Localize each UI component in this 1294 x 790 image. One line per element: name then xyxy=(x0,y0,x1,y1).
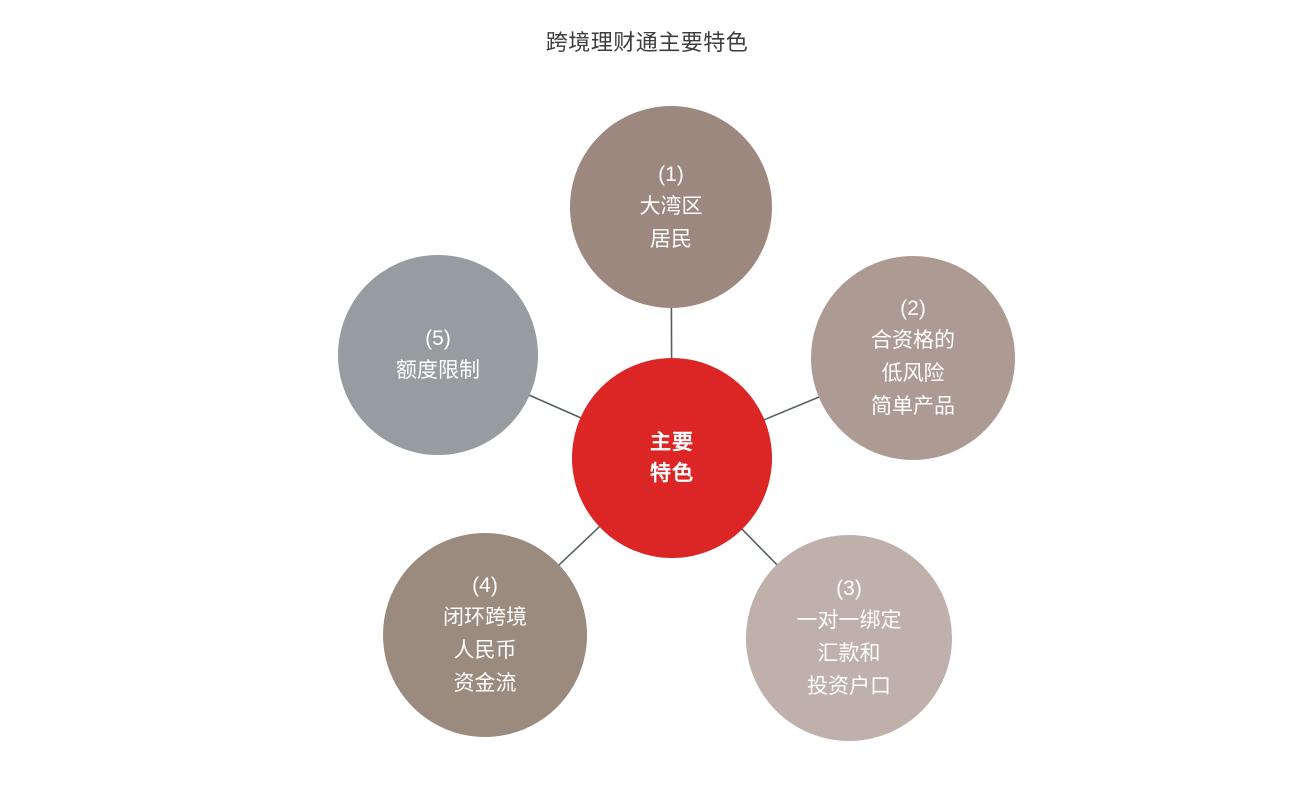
node-5-text: (5) 额度限制 xyxy=(396,323,480,387)
node-5-line-1: 额度限制 xyxy=(396,359,480,382)
node-2-line-2: 低风险 xyxy=(881,362,945,385)
node-1-text: (1) 大湾区 居民 xyxy=(640,159,703,256)
node-1-line-1: 大湾区 xyxy=(639,194,703,218)
connector-line-4 xyxy=(557,525,601,567)
node-3-line-3: 投资户口 xyxy=(807,675,891,698)
connector-line-5 xyxy=(527,394,583,419)
node-circle-5[interactable]: (5) 额度限制 xyxy=(338,255,538,455)
node-3-line-2: 汇款和 xyxy=(817,642,881,665)
node-3-line-1: 一对一绑定 xyxy=(796,609,902,632)
node-4-line-1: 闭环跨境 xyxy=(443,606,527,629)
node-circle-3[interactable]: (3) 一对一绑定 汇款和 投资户口 xyxy=(746,535,952,741)
node-4-text: (4) 闭环跨境 人民币 资金流 xyxy=(443,570,527,700)
center-line-1: 主要 xyxy=(650,431,694,454)
node-4-index: (4) xyxy=(472,574,498,597)
center-text: 主要 特色 xyxy=(650,427,694,489)
node-4-line-3: 资金流 xyxy=(453,672,517,695)
node-circle-2[interactable]: (2) 合资格的 低风险 简单产品 xyxy=(811,256,1015,460)
node-5-index: (5) xyxy=(425,327,451,350)
connector-line-2 xyxy=(762,395,821,421)
node-2-text: (2) 合资格的 低风险 简单产品 xyxy=(871,293,955,423)
connector-line-3 xyxy=(740,527,779,567)
node-3-index: (3) xyxy=(836,577,862,600)
node-2-line-1: 合资格的 xyxy=(871,329,955,352)
node-circle-1[interactable]: (1) 大湾区 居民 xyxy=(570,106,772,308)
center-line-2: 特色 xyxy=(650,462,694,485)
node-2-line-3: 简单产品 xyxy=(871,395,955,418)
node-circle-center[interactable]: 主要 特色 xyxy=(572,358,772,558)
node-1-index: (1) xyxy=(658,162,684,186)
node-circle-4[interactable]: (4) 闭环跨境 人民币 资金流 xyxy=(383,533,587,737)
page-title: 跨境理财通主要特色 xyxy=(545,30,749,55)
node-1-line-2: 居民 xyxy=(650,227,692,251)
node-4-line-2: 人民币 xyxy=(453,639,517,662)
node-3-text: (3) 一对一绑定 汇款和 投资户口 xyxy=(797,573,902,703)
node-2-index: (2) xyxy=(900,297,926,320)
